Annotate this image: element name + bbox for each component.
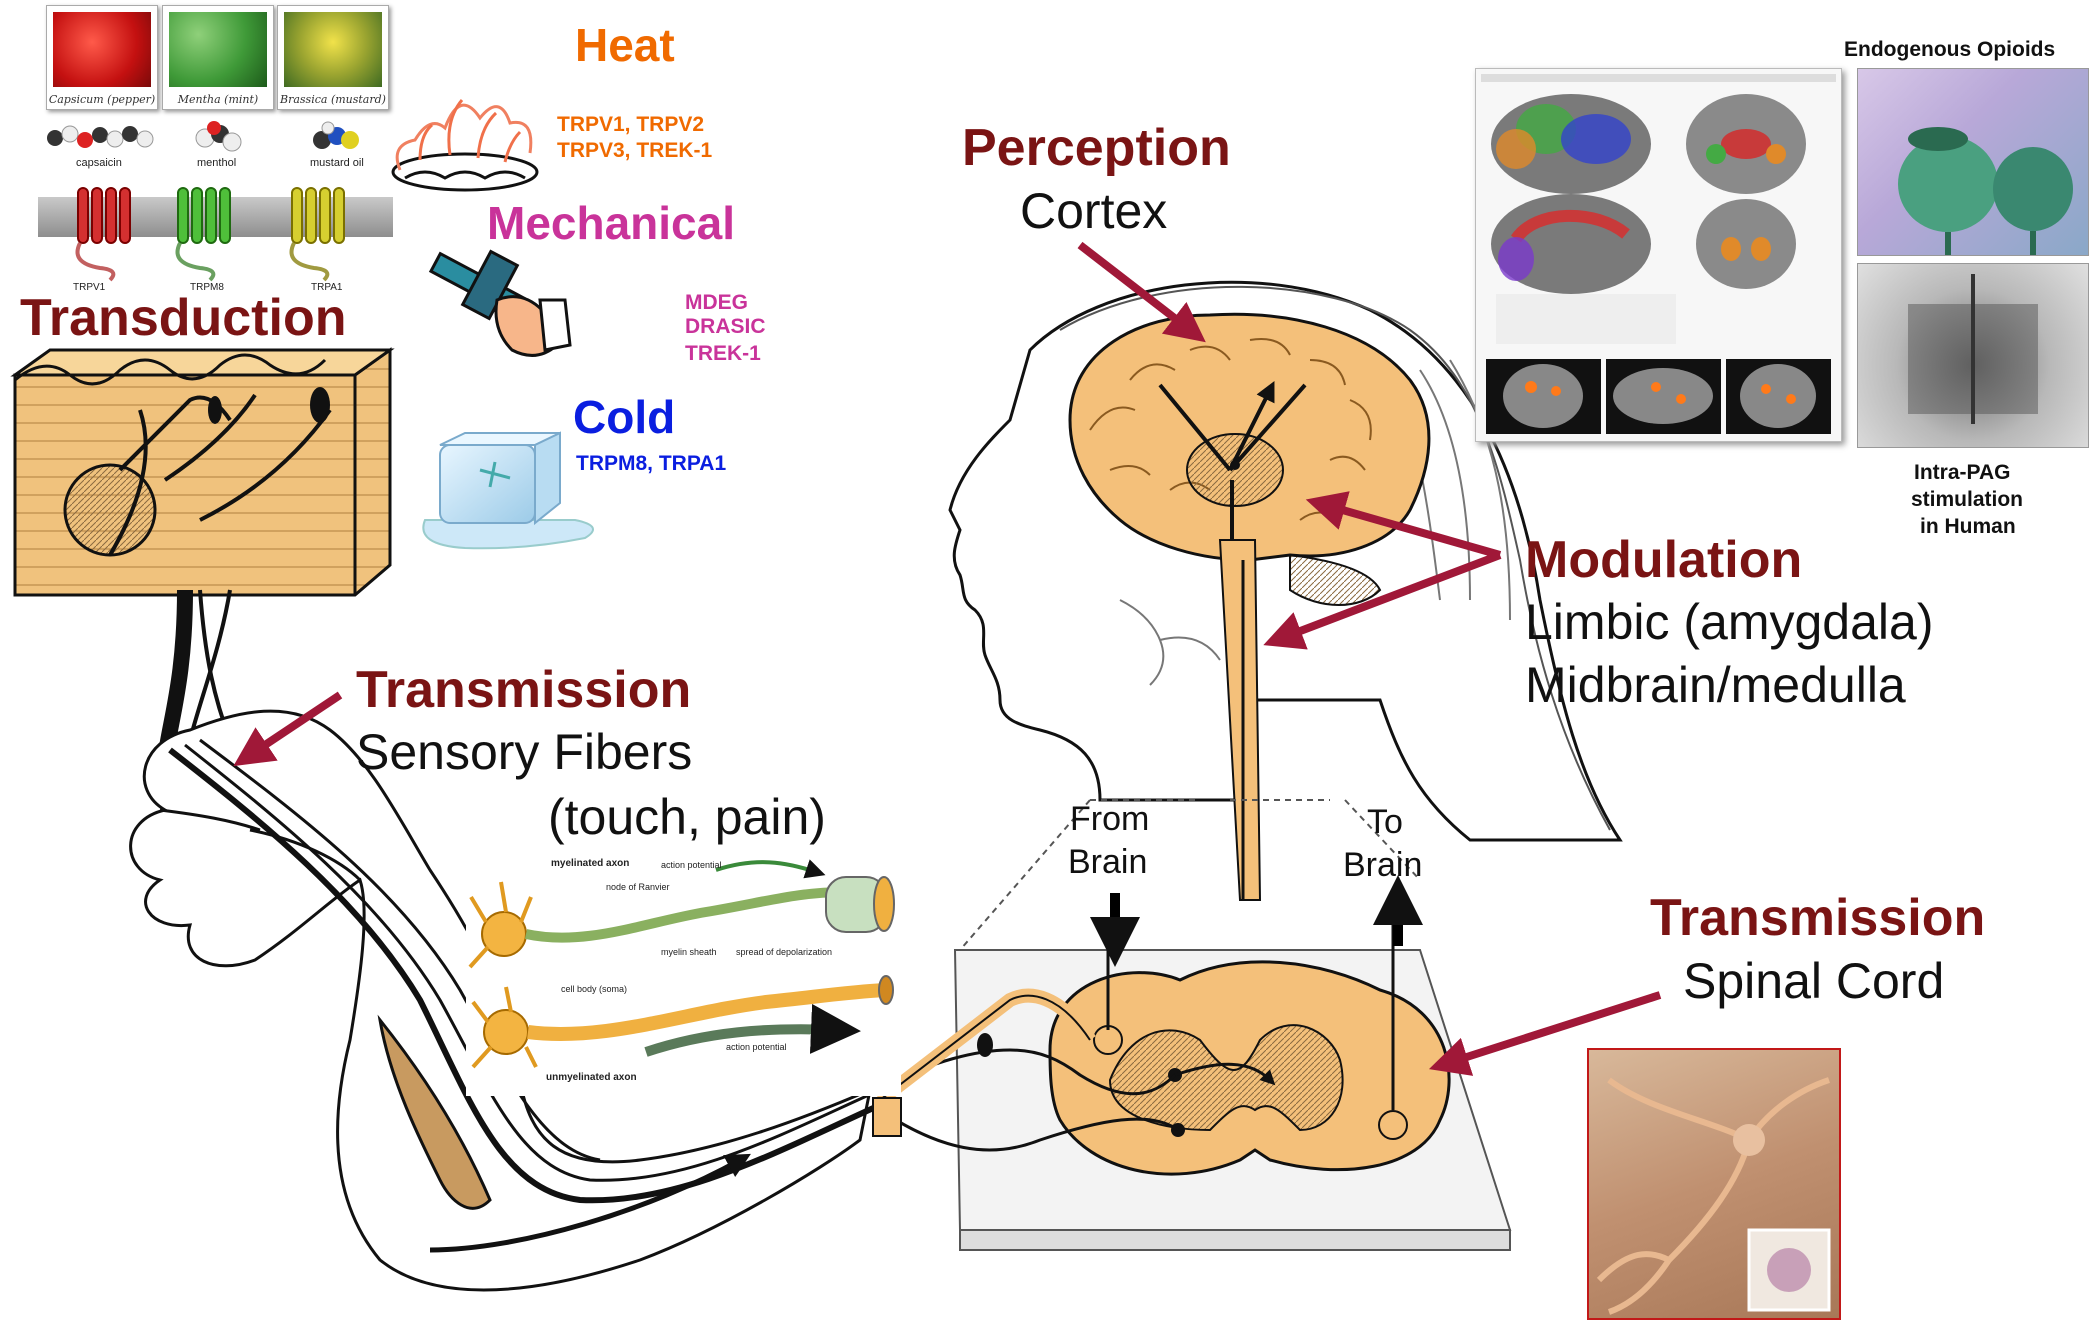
action-potential-label-2: action potential: [726, 1042, 787, 1052]
opioids-title: Endogenous Opioids: [1844, 35, 2055, 65]
perception-title: Perception: [962, 118, 1231, 178]
cold-channels: TRPM8, TRPA1: [576, 451, 726, 477]
heat-channels-line2: TRPV3, TREK-1: [557, 138, 712, 164]
axon-inset: myelinated axon node of Ranvier action p…: [466, 852, 901, 1096]
heat-channels-line1: TRPV1, TRPV2: [557, 112, 704, 138]
unmyelinated-neuron: [473, 976, 893, 1067]
mechanical-channels-line1: MDEG: [685, 290, 748, 316]
axon-inset-drawing: [466, 852, 901, 1096]
from-brain-label-2: Brain: [1068, 843, 1147, 882]
unmyelinated-axon-label: unmyelinated axon: [546, 1072, 637, 1083]
ice-cube-icon: [423, 433, 593, 548]
brassica-caption: Brassica (mustard): [278, 93, 388, 106]
ion-channel-membrane: [38, 188, 393, 280]
transmission-fibers-title: Transmission: [356, 660, 691, 720]
menthol-label: menthol: [197, 157, 236, 169]
fmri-panel: [1475, 68, 1842, 442]
myelinated-axon-label: myelinated axon: [551, 858, 629, 869]
mustard-oil-label: mustard oil: [310, 157, 364, 169]
capsaicin-label: capsaicin: [76, 157, 122, 169]
mechanical-channels-line2: DRASIC: [685, 314, 766, 340]
node-of-ranvier-label: node of Ranvier: [606, 882, 670, 892]
action-potential-label: action potential: [661, 860, 722, 870]
cell-body-label: cell body (soma): [561, 984, 627, 994]
spread-label: spread of depolarization: [736, 947, 832, 957]
mechanical-channels-line3: TREK-1: [685, 341, 761, 367]
transduction-title: Transduction: [20, 288, 346, 348]
to-brain-label-1: To: [1367, 803, 1403, 842]
heat-title: Heat: [575, 18, 675, 72]
limbic-label: Limbic (amygdala): [1525, 593, 1933, 651]
sensory-fibers-label: Sensory Fibers: [356, 723, 692, 781]
cortex-label: Cortex: [1020, 182, 1167, 240]
spinal-cord-label: Spinal Cord: [1683, 952, 1944, 1010]
neuron-synapse-painting: [1587, 1048, 1841, 1320]
to-brain-label-2: Brain: [1343, 846, 1422, 885]
menthol-molecule-icon: [196, 121, 241, 151]
capsicum-caption: Capsicum (pepper): [47, 93, 157, 106]
fmri-brain-images: [1476, 69, 1841, 441]
myelin-sheath-label: myelin sheath: [661, 947, 717, 957]
brassica-photo: Brassica (mustard): [277, 5, 389, 110]
pag-label-3: in Human: [1920, 512, 2016, 542]
from-brain-label-1: From: [1070, 800, 1149, 839]
hammer-hand-icon: [431, 251, 570, 355]
pag-label-2: stimulation: [1911, 485, 2023, 515]
modulation-title: Modulation: [1525, 530, 1802, 590]
capsicum-photo: Capsicum (pepper): [46, 5, 158, 110]
midbrain-label: Midbrain/medulla: [1525, 656, 1906, 714]
pag-stimulation-xray: [1857, 263, 2089, 448]
spinal-transmission-title: Transmission: [1650, 888, 1985, 948]
flame-icon: [393, 100, 537, 190]
mentha-caption: Mentha (mint): [163, 93, 273, 106]
touch-pain-label: (touch, pain): [548, 788, 826, 846]
opium-poppy-image: [1857, 68, 2089, 256]
cold-title: Cold: [573, 390, 675, 444]
pag-label-1: Intra-PAG: [1914, 458, 2010, 488]
mechanical-title: Mechanical: [487, 196, 735, 250]
capsaicin-molecule-icon: [47, 126, 153, 148]
mustard-oil-molecule-icon: [313, 122, 359, 149]
mentha-photo: Mentha (mint): [162, 5, 274, 110]
skin-block-illustration: [15, 350, 390, 595]
